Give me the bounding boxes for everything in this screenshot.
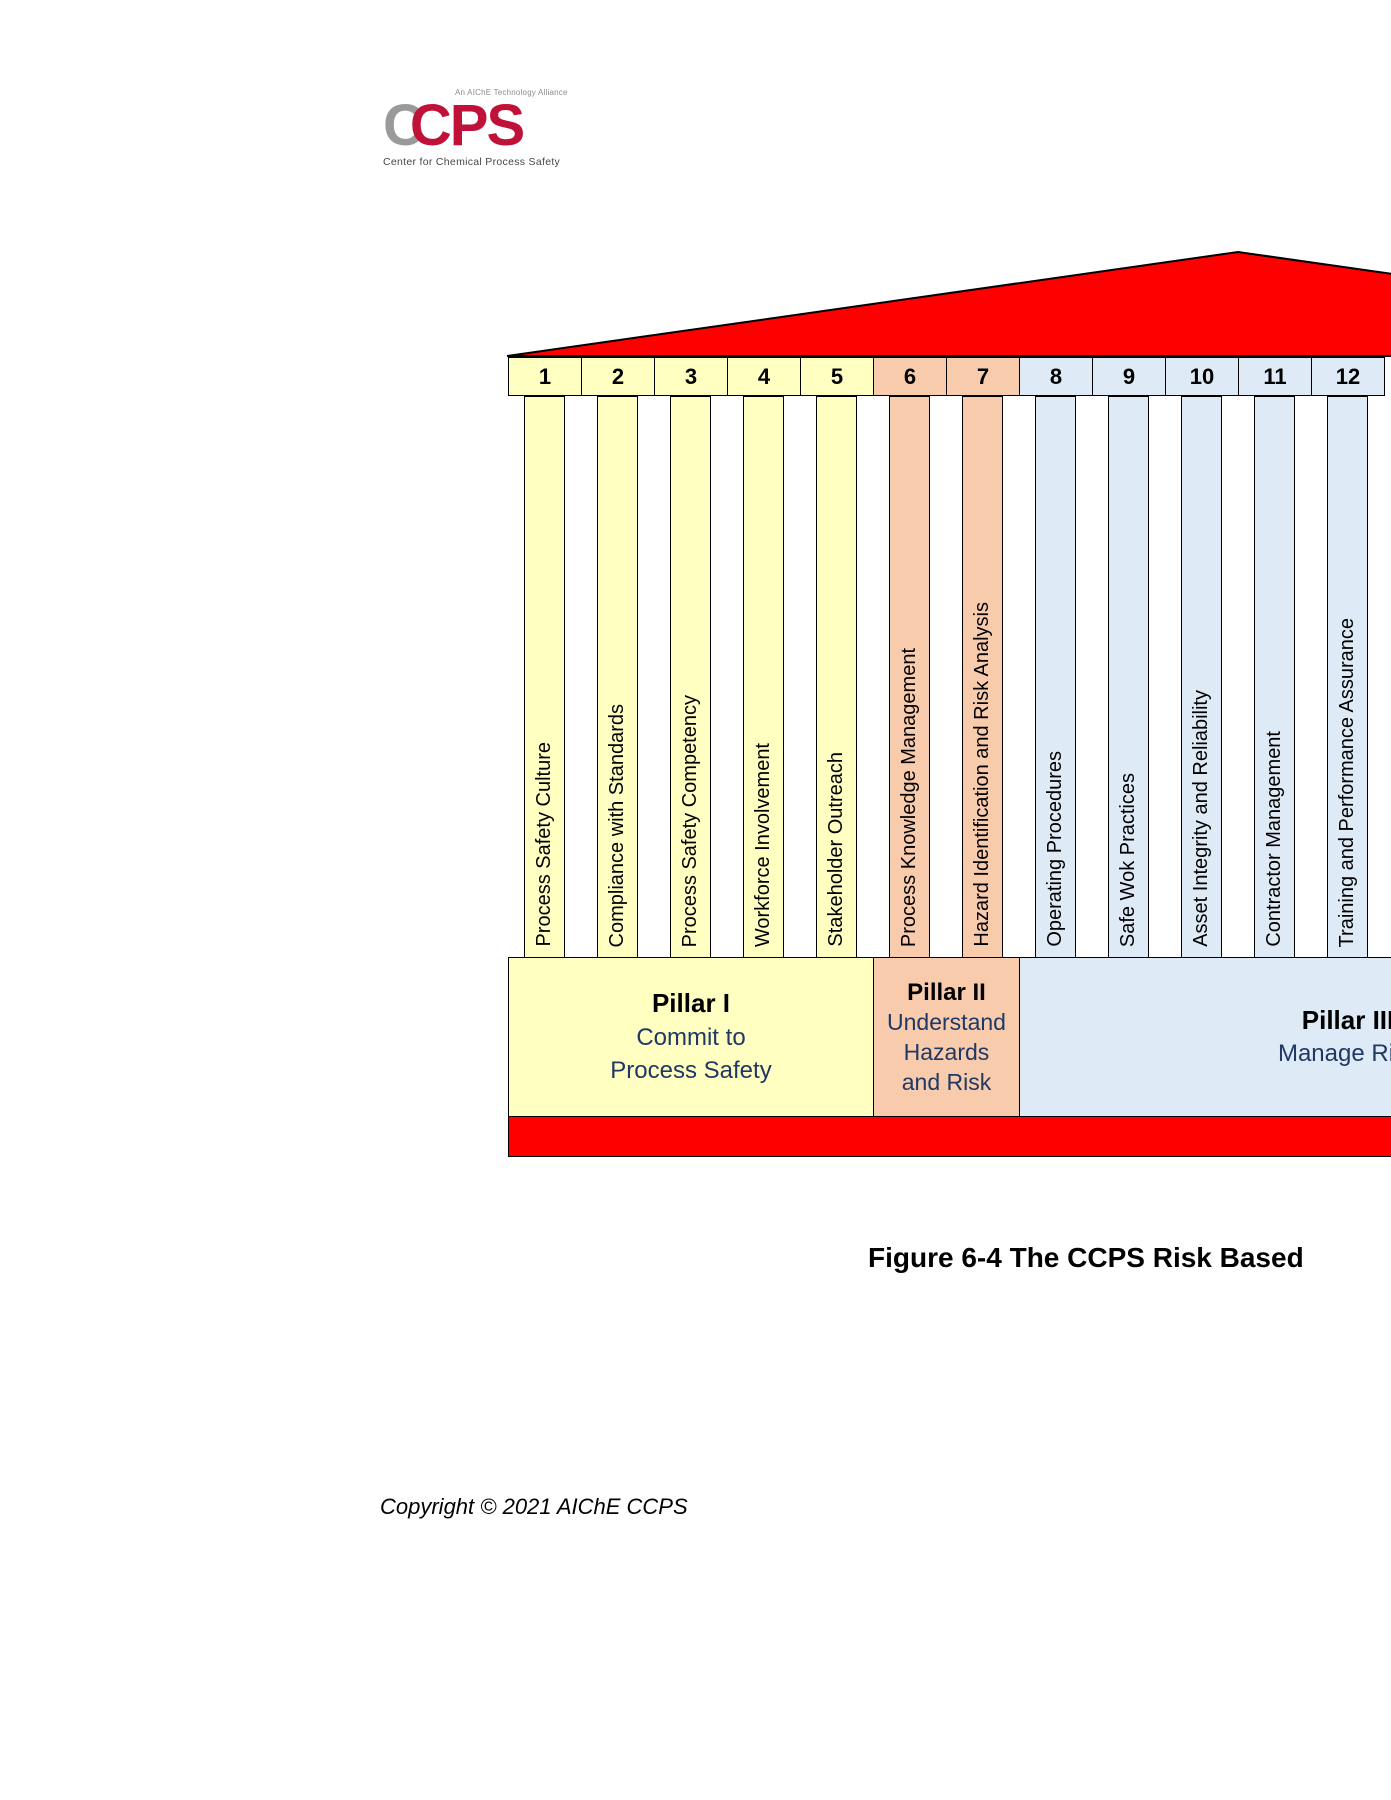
element-number-cell: 8 (1019, 357, 1093, 396)
logo-letters-cps: CPS (409, 93, 525, 158)
pillar-column-label: Stakeholder Outreach (825, 752, 847, 947)
pillar-1-subtitle: Commit to Process Safety (610, 1023, 772, 1084)
element-number-cell: 7 (946, 357, 1020, 396)
pillar-column-label: Hazard Identification and Risk Analysis (971, 602, 993, 947)
pillar-column: Asset Integrity and Reliability (1181, 396, 1222, 958)
roof-shape (505, 250, 1391, 358)
pillar-column-label: Process Safety Competency (679, 694, 701, 947)
pillar-column-slot: Operating Procedures (1019, 396, 1092, 958)
pillar-column-slot: Safe Wok Practices (1092, 396, 1165, 958)
logo-wordmark: C CPS (383, 93, 603, 158)
pillar-3-box: Pillar III Manage Risk (1019, 957, 1391, 1117)
pillar-column-label: Training and Performance Assurance (1336, 617, 1358, 947)
ccps-logo: An AIChE Technology Alliance C CPS Cente… (383, 88, 603, 168)
element-number-cell: 4 (727, 357, 801, 396)
pillar-column-label: Compliance with Standards (606, 703, 628, 947)
pillar-column: Operating Procedures (1035, 396, 1076, 958)
pillar-column-slot: Compliance with Standards (581, 396, 654, 958)
pillar-column: Process Safety Culture (524, 396, 565, 958)
pillar-column-label: Process Safety Culture (533, 742, 555, 947)
element-number-cell: 2 (581, 357, 655, 396)
element-number-cell: 6 (873, 357, 947, 396)
pillar-column: Process Knowledge Management (889, 396, 930, 958)
copyright-text: Copyright © 2021 AIChE CCPS (380, 1494, 688, 1519)
element-number-cell: 1 (508, 357, 582, 396)
pillar-column-slot: Process Knowledge Management (873, 396, 946, 958)
element-number-cell: 9 (1092, 357, 1166, 396)
pillar-2-box: Pillar II Understand Hazards and Risk (873, 957, 1020, 1117)
pillar-column: Process Safety Competency (670, 396, 711, 958)
pillar-2-subtitle: Understand Hazards and Risk (887, 1008, 1006, 1095)
pillar-column: Contractor Management (1254, 396, 1295, 958)
pillar-3-subtitle: Manage Risk (1277, 1040, 1391, 1068)
pillar-column-slot: Process Safety Culture (508, 396, 581, 958)
pillar-column-label: Workforce Involvement (752, 742, 774, 947)
pillar-column-label: Safe Wok Practices (1117, 772, 1139, 947)
element-number-cell: 11 (1238, 357, 1312, 396)
pillar-column-slot: Workforce Involvement (727, 396, 800, 958)
pillar-column: Workforce Involvement (743, 396, 784, 958)
pillar-column-slot: Training and Performance Assurance (1311, 396, 1384, 958)
pillar-column-label: Asset Integrity and Reliability (1190, 690, 1212, 947)
pillar-1-box: Pillar I Commit to Process Safety (508, 957, 874, 1117)
pillar-column-label: Contractor Management (1263, 731, 1285, 947)
element-number-cell: 12 (1311, 357, 1385, 396)
pillar-2-title: Pillar II (907, 978, 986, 1006)
pillar-column: Hazard Identification and Risk Analysis (962, 396, 1003, 958)
pillar-column: Compliance with Standards (597, 396, 638, 958)
roof-triangle (506, 250, 1391, 357)
pillar-column: Training and Performance Assurance (1327, 396, 1368, 958)
pillar-column-slot: Contractor Management (1238, 396, 1311, 958)
logo-tagline: Center for Chemical Process Safety (383, 156, 561, 169)
element-number-cell: 10 (1165, 357, 1239, 396)
pillar-column-slot: Stakeholder Outreach (800, 396, 873, 958)
pillar-column: Safe Wok Practices (1108, 396, 1149, 958)
roof-triangle-svg (506, 250, 1391, 357)
logo-alliance-text: An AIChE Technology Alliance (455, 88, 568, 97)
pillar-column-slot: Hazard Identification and Risk Analysis (946, 396, 1019, 958)
pillar-columns: Process Safety Culture Compliance with St… (508, 396, 1391, 958)
pillar-3-title: Pillar III (1301, 1004, 1391, 1035)
figure-caption: Figure 6-4 The CCPS Risk Based (868, 1242, 1304, 1273)
pillar-column-slot: Asset Integrity and Reliability (1165, 396, 1238, 958)
pillar-column-label: Operating Procedures (1044, 751, 1066, 947)
foundation-bar (508, 1116, 1391, 1157)
logo-letter-c: C (383, 93, 425, 158)
pillar-column-slot: Process Safety Competency (654, 396, 727, 958)
element-number-cell: 5 (800, 357, 874, 396)
pillar-column-label: Process Knowledge Management (898, 647, 920, 947)
element-number-cell: 3 (654, 357, 728, 396)
pillar-column: Stakeholder Outreach (816, 396, 857, 958)
pillar-1-title: Pillar I (651, 987, 731, 1018)
